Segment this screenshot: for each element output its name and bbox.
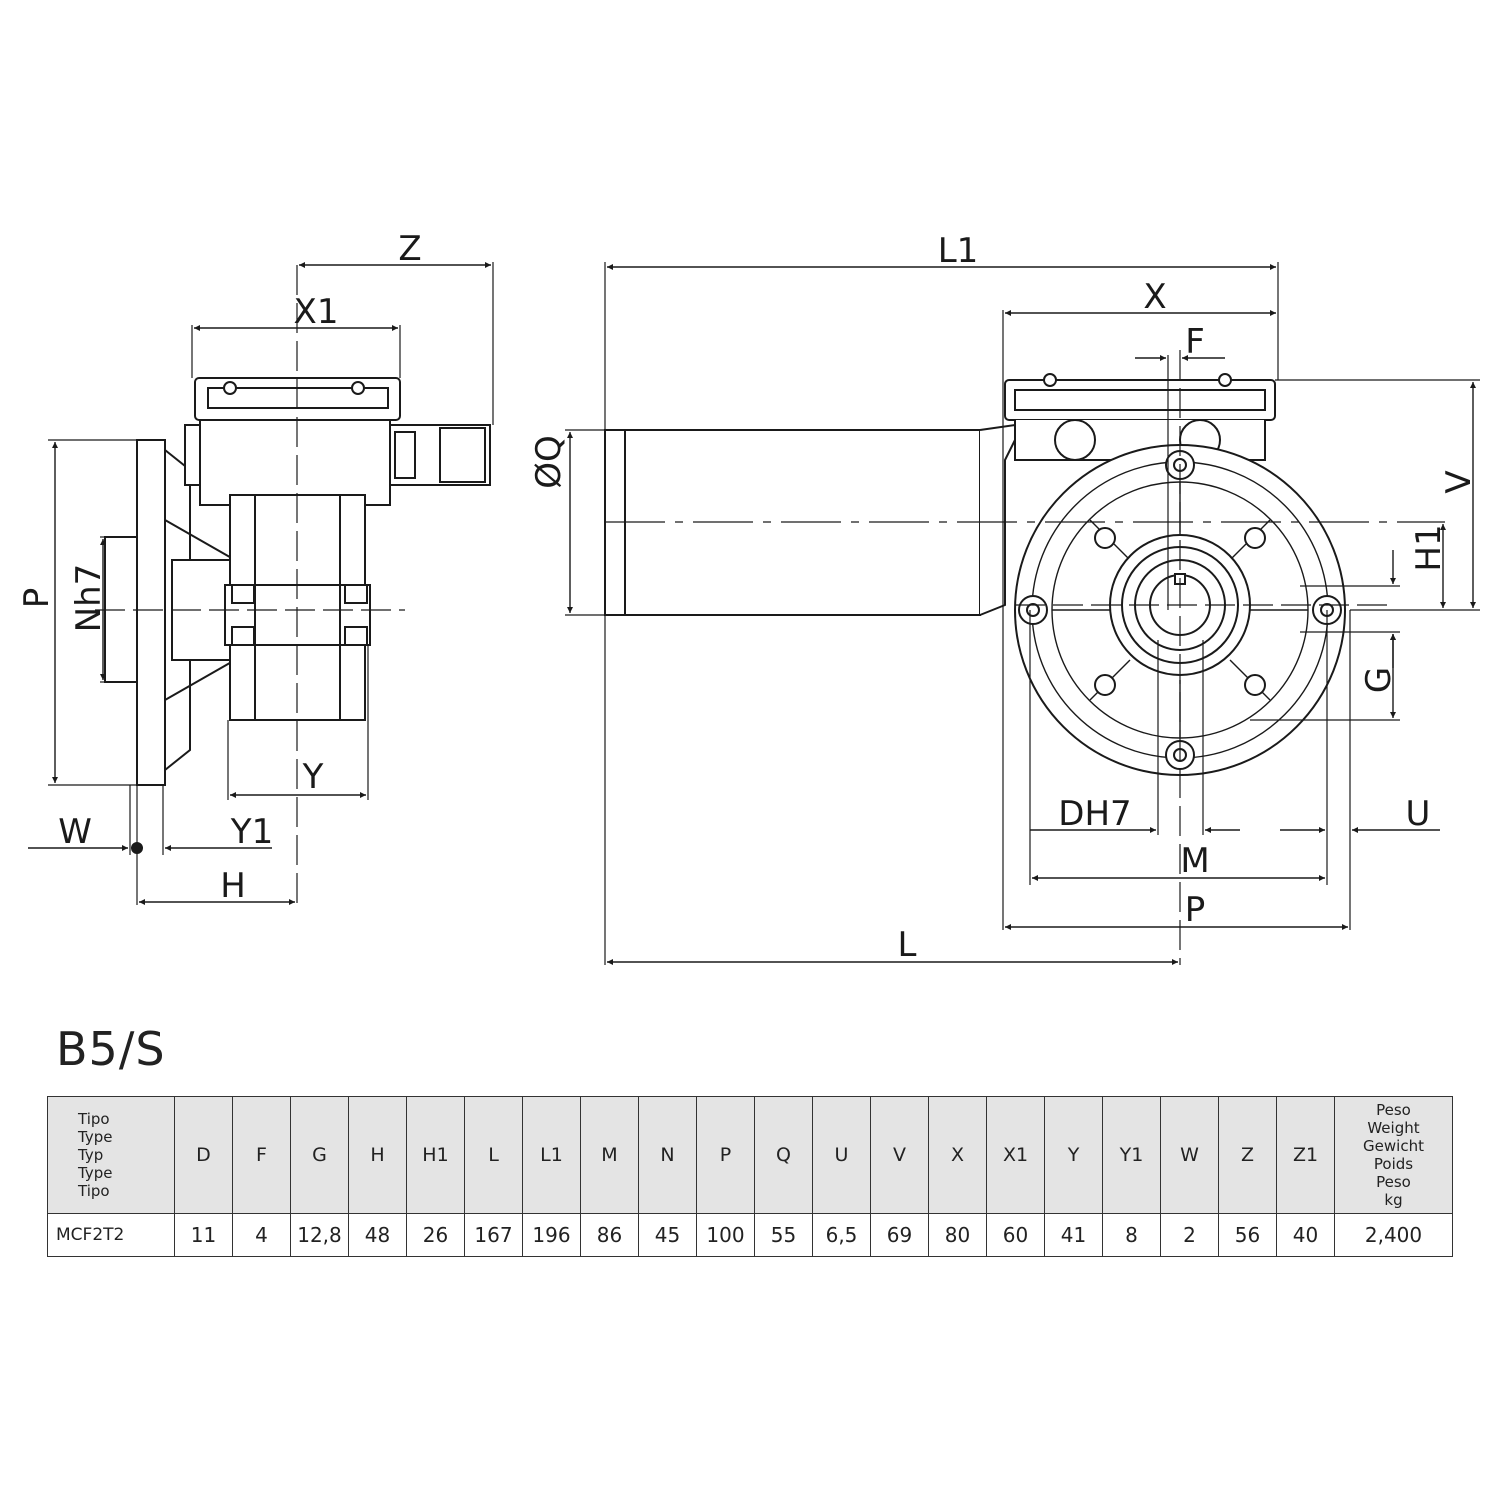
header-col: P [696, 1096, 755, 1214]
cell-type: MCF2T2 [47, 1213, 175, 1257]
table-cell: 12,8 [290, 1213, 349, 1257]
header-col: X1 [986, 1096, 1045, 1214]
header-col: W [1160, 1096, 1219, 1214]
table-cell: 41 [1044, 1213, 1103, 1257]
dim-label-u: U [1406, 794, 1431, 834]
table-cell: 69 [870, 1213, 929, 1257]
dim-label-f: F [1185, 322, 1205, 362]
cell-weight: 2,400 [1334, 1213, 1453, 1257]
header-weight-de: Gewicht [1363, 1137, 1424, 1155]
dim-label-q: ØQ [529, 435, 569, 489]
table-row: MCF2T2 11 4 12,8 48 26 167 196 86 45 100… [47, 1213, 1453, 1257]
dim-label-p-left: P [17, 588, 57, 609]
table-cell: 8 [1102, 1213, 1161, 1257]
header-col: H1 [406, 1096, 465, 1214]
table-cell: 60 [986, 1213, 1045, 1257]
flange-plate [136, 439, 166, 786]
header-col: M [580, 1096, 639, 1214]
header-col: Q [754, 1096, 813, 1214]
dim-label-h: H [220, 866, 246, 906]
left-view [28, 262, 494, 905]
header-col: L [464, 1096, 523, 1214]
header-type-de: Typ [78, 1146, 104, 1164]
header-col: Z1 [1276, 1096, 1335, 1214]
dim-label-v: V [1439, 470, 1479, 493]
terminal-box [1004, 379, 1276, 421]
table-cell: 167 [464, 1213, 523, 1257]
header-type-es: Tipo [78, 1182, 110, 1200]
table-cell: 86 [580, 1213, 639, 1257]
header-col: H [348, 1096, 407, 1214]
dim-label-l: L [898, 925, 917, 965]
dim-label-y: Y [302, 757, 324, 797]
header-weight-fr: Poids [1373, 1155, 1414, 1173]
dim-label-p-right: P [1185, 890, 1206, 930]
dim-label-h1: H1 [1409, 524, 1449, 571]
table-title: B5/S [56, 1022, 166, 1076]
gear-body [199, 419, 391, 506]
table-cell: 40 [1276, 1213, 1335, 1257]
dimension-table: Tipo Type Typ Type Tipo D F G H H1 L L1 … [47, 1096, 1453, 1257]
dim-label-x1: X1 [294, 292, 339, 332]
table-cell: 45 [638, 1213, 697, 1257]
dim-label-y1: Y1 [230, 812, 273, 852]
header-weight: Peso Weight Gewicht Poids Peso kg [1334, 1096, 1453, 1214]
table-cell: 11 [174, 1213, 233, 1257]
header-col: Y1 [1102, 1096, 1161, 1214]
dim-label-g: G [1359, 667, 1399, 693]
header-col: N [638, 1096, 697, 1214]
dim-label-x: X [1143, 277, 1166, 317]
header-col: Z [1218, 1096, 1277, 1214]
dim-label-z: Z [398, 229, 421, 269]
header-type-en: Type [78, 1128, 113, 1146]
header-col: F [232, 1096, 291, 1214]
dim-label-dh7: DH7 [1058, 794, 1131, 834]
header-weight-en: Weight [1367, 1119, 1420, 1137]
dim-label-nh7: Nh7 [69, 564, 109, 633]
header-col: U [812, 1096, 871, 1214]
header-col: G [290, 1096, 349, 1214]
table-cell: 100 [696, 1213, 755, 1257]
header-type: Tipo Type Typ Type Tipo [47, 1096, 175, 1214]
dim-label-l1: L1 [938, 231, 979, 271]
table-cell: 56 [1218, 1213, 1277, 1257]
table-cell: 26 [406, 1213, 465, 1257]
table-cell: 6,5 [812, 1213, 871, 1257]
header-weight-es: Peso [1376, 1173, 1411, 1191]
header-type-it: Tipo [78, 1110, 110, 1128]
table-cell: 55 [754, 1213, 813, 1257]
table-cell: 2 [1160, 1213, 1219, 1257]
header-type-fr: Type [78, 1164, 113, 1182]
header-weight-it: Peso [1376, 1101, 1411, 1119]
header-col: Y [1044, 1096, 1103, 1214]
table-header-row: Tipo Type Typ Type Tipo D F G H H1 L L1 … [47, 1096, 1453, 1214]
table-cell: 80 [928, 1213, 987, 1257]
table-cell: 196 [522, 1213, 581, 1257]
dim-label-w: W [58, 812, 92, 852]
header-col: L1 [522, 1096, 581, 1214]
dim-label-m: M [1180, 841, 1209, 881]
header-col: X [928, 1096, 987, 1214]
header-col: V [870, 1096, 929, 1214]
header-col: D [174, 1096, 233, 1214]
right-view [565, 262, 1480, 965]
table-cell: 48 [348, 1213, 407, 1257]
table-cell: 4 [232, 1213, 291, 1257]
technical-drawing: Z X1 P Nh7 Y W Y1 H [17, 229, 1480, 965]
header-weight-unit: kg [1384, 1191, 1403, 1209]
